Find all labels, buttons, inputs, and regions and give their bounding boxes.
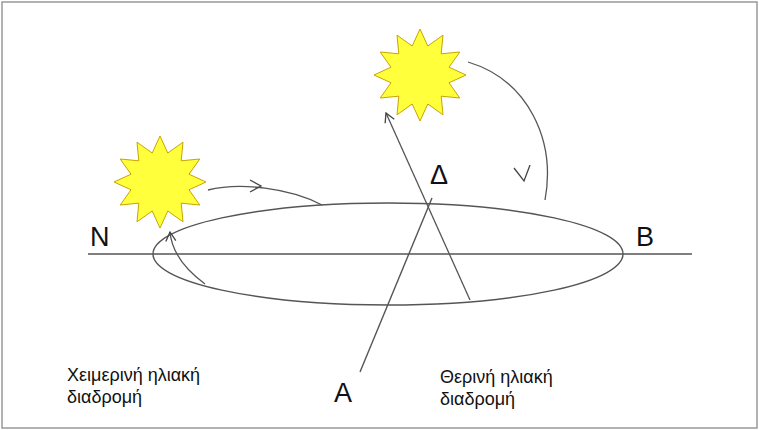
- summer-path-arc: [468, 62, 547, 200]
- direction-label: A: [334, 378, 352, 408]
- winter-arrow: [250, 180, 261, 192]
- path-caption: Χειμερινή ηλιακή διαδρομή: [67, 364, 245, 408]
- summer-sun: [374, 29, 466, 121]
- winter-path-arc: [208, 186, 322, 205]
- horizon-line: [88, 253, 692, 254]
- winter-path-rise: [170, 232, 205, 284]
- direction-label: N: [90, 222, 110, 252]
- south-north-axis: [360, 198, 432, 372]
- summer-path-rise: [386, 113, 470, 300]
- summer-arrow: [514, 165, 530, 181]
- horizon-ellipse: [153, 203, 623, 305]
- winter-sun: [114, 136, 206, 228]
- direction-label: B: [636, 222, 654, 252]
- path-caption: Θερινή ηλιακή διαδρομή: [440, 366, 600, 410]
- direction-label: Δ: [430, 160, 448, 190]
